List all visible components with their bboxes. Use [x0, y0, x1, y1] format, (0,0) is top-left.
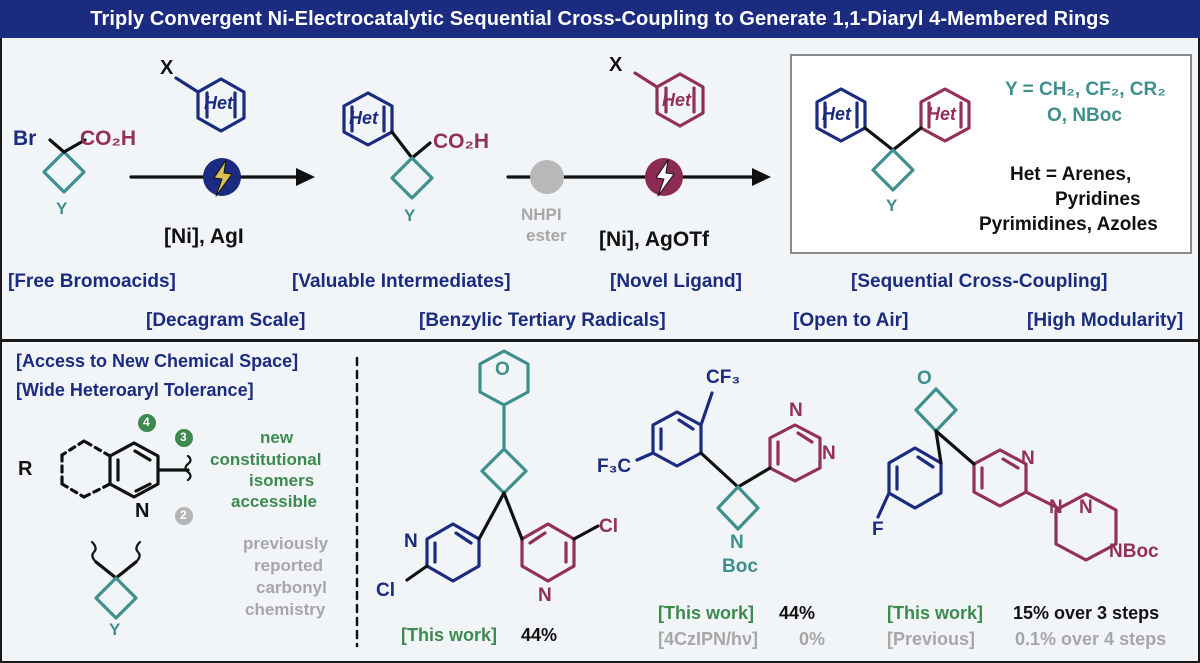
ex3-this-work: [This work]	[887, 603, 984, 623]
x-label-1: X	[160, 57, 174, 79]
example-3-structure	[876, 387, 1118, 562]
step1-reagents: [Ni], AgI	[164, 225, 244, 248]
ex2-cf3-top: CF₃	[706, 367, 741, 388]
y-definition-2: O, NBoc	[1047, 105, 1122, 126]
pyridine-n-label: N	[135, 500, 150, 522]
ex1-this-work: [This work]	[401, 625, 498, 645]
previously-1: previously	[243, 534, 329, 553]
new-isomers-1: new	[260, 428, 294, 447]
ex3-n-3: N	[1079, 497, 1093, 518]
new-isomers-4: accessible	[231, 492, 318, 511]
feature-modularity: [High Modularity]	[1027, 310, 1184, 331]
previously-2: reported	[254, 556, 323, 575]
product-structure	[815, 87, 971, 192]
bromo-label: Br	[13, 127, 37, 150]
banner-title: Triply Convergent Ni-Electrocatalytic Se…	[0, 0, 1200, 38]
product-het-2: Het	[927, 104, 957, 124]
het-label-1: Het	[204, 93, 234, 113]
feature-valuable-intermediates: [Valuable Intermediates]	[292, 271, 511, 292]
het-definition-2: Pyridines	[1055, 189, 1141, 210]
electrode-1	[203, 158, 241, 197]
feature-open-air: [Open to Air]	[793, 310, 909, 331]
ex3-oxygen: O	[917, 368, 932, 389]
example-2-structure	[635, 391, 822, 531]
ex2-n-boc: N	[730, 532, 744, 553]
pos2-label: 2	[180, 508, 187, 522]
ex2-n-top: N	[789, 400, 803, 421]
feature-decagram: [Decagram Scale]	[146, 310, 306, 331]
example-1-structure	[405, 349, 600, 583]
ex2-cf3-left: F₃C	[597, 456, 632, 477]
feature-free-bromoacids: [Free Bromoacids]	[8, 271, 176, 292]
previously-3: carbonyl	[256, 578, 327, 597]
ester-label: ester	[526, 226, 567, 245]
het-aryl-reagent-1	[174, 76, 246, 133]
bromoacid-structure	[42, 150, 86, 194]
ex2-cmp-yield: 0%	[799, 629, 826, 649]
ex1-oxygen: O	[495, 359, 510, 380]
position-4-marker	[138, 414, 156, 432]
y-definition-1: Y = CH₂, CF₂, CR₂	[1005, 79, 1166, 100]
het-label-2: Het	[662, 90, 692, 110]
ex2-n-right: N	[822, 443, 836, 464]
product-het-1: Het	[822, 104, 852, 124]
step2-reagents: [Ni], AgOTf	[599, 228, 710, 251]
ex1-chloro-2: Cl	[599, 516, 618, 537]
het-label-int: Het	[349, 108, 379, 128]
position-2-marker	[175, 507, 193, 525]
nhpi-ester-dot	[530, 160, 564, 194]
new-isomers-2: constitutional	[210, 450, 322, 469]
ex3-fluoro: F	[872, 519, 884, 540]
heteroaryl-label: [Wide Heteroaryl Tolerance]	[16, 380, 254, 400]
ex1-yield: 44%	[521, 625, 558, 645]
pos3-label: 3	[180, 430, 187, 444]
r-group-label: R	[18, 458, 33, 480]
ex2-cmp-label: [4CzIPN/hν]	[658, 629, 759, 649]
ex1-chloro-1: Cl	[376, 580, 395, 601]
ex1-nitrogen: N	[404, 531, 418, 552]
ex2-yield: 44%	[779, 603, 816, 623]
product-box	[790, 54, 1192, 254]
position-3-marker	[175, 429, 193, 447]
ex3-n-1: N	[1021, 448, 1035, 469]
left-y-label: Y	[109, 620, 121, 639]
electrode-2	[645, 158, 683, 197]
ex3-prev-yield: 0.1% over 4 steps	[1015, 629, 1167, 649]
ex2-this-work: [This work]	[658, 603, 755, 623]
feature-sequential: [Sequential Cross-Coupling]	[851, 271, 1108, 292]
new-isomers-3: isomers	[249, 471, 315, 490]
ex3-n-2: N	[1049, 497, 1063, 518]
int-y-label: Y	[404, 206, 416, 225]
ex3-nboc: NBoc	[1109, 541, 1159, 562]
ex2-boc: Boc	[722, 556, 758, 577]
product-y-label: Y	[886, 196, 898, 215]
chemical-space-label: [Access to New Chemical Space]	[16, 351, 299, 371]
het-aryl-reagent-2	[633, 71, 705, 128]
ex3-yield: 15% over 3 steps	[1013, 603, 1160, 623]
nhpi-label: NHPI	[521, 205, 562, 224]
pos4-label: 4	[143, 415, 150, 429]
previously-4: chemistry	[245, 600, 326, 619]
sm-acid-label: CO₂H	[80, 127, 136, 150]
het-definition-1: Het = Arenes,	[1010, 164, 1132, 185]
pyridine-core-structure	[60, 439, 192, 499]
feature-novel-ligand: [Novel Ligand]	[610, 271, 742, 292]
sm-y-label: Y	[56, 199, 68, 218]
het-definition-3: Pyrimidines, Azoles	[979, 214, 1158, 235]
intermediate-structure	[342, 91, 434, 200]
ex1-nitrogen-2: N	[538, 585, 552, 606]
int-acid-label: CO₂H	[433, 130, 489, 153]
cyclobutane-fragment	[90, 540, 142, 580]
x-label-2: X	[609, 54, 623, 76]
ex3-prev-label: [Previous]	[887, 629, 976, 649]
feature-benzylic: [Benzylic Tertiary Radicals]	[419, 310, 666, 331]
